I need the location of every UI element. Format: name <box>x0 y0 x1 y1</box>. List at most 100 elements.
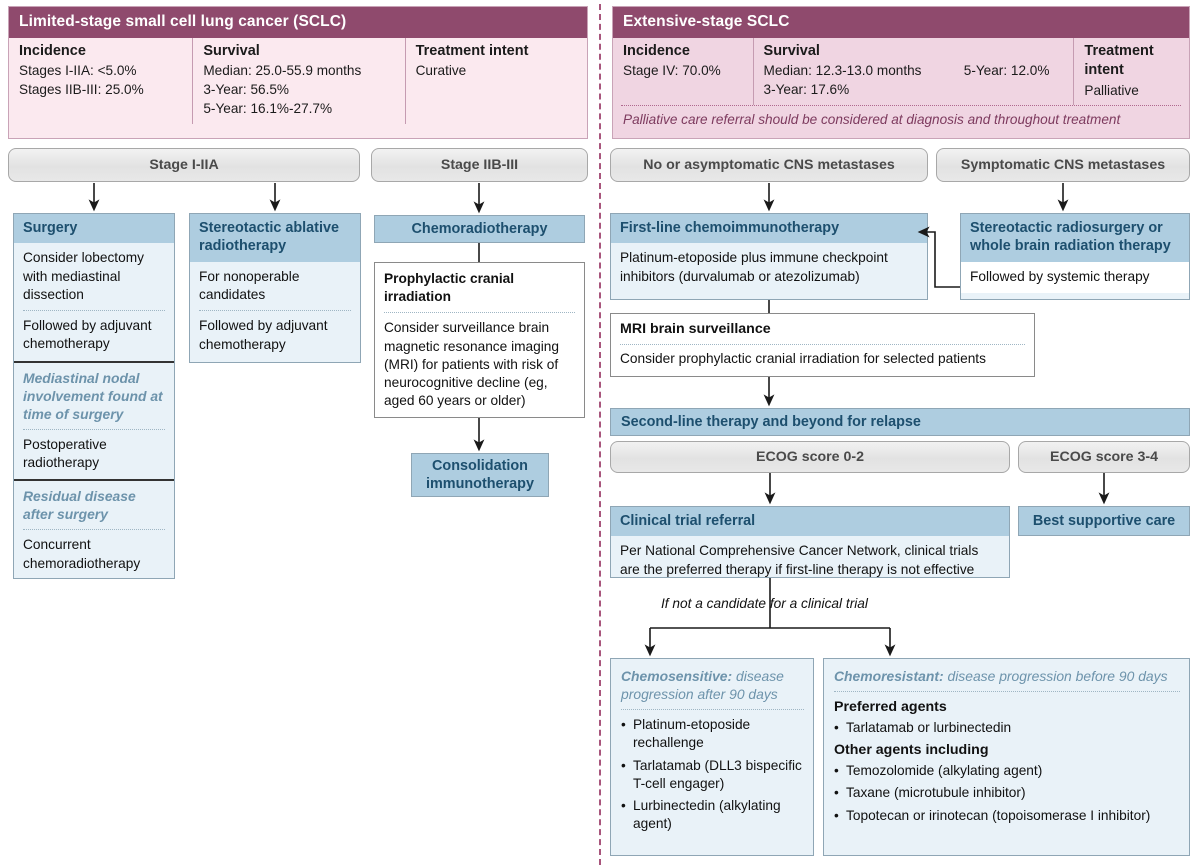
surgery-step-1: Consider lobectomy with mediastinal diss… <box>23 250 144 302</box>
extensive-survival5-column: . 5-Year: 12.0% <box>962 38 1074 105</box>
section-rule <box>14 479 174 482</box>
list-item: Lurbinectedin (alkylating agent) <box>621 797 804 833</box>
box-mri-brain-surveillance[interactable]: MRI brain surveillance Consider prophyla… <box>610 313 1035 377</box>
pill-best-supportive-care[interactable]: Best supportive care <box>1018 506 1190 536</box>
first-line-body: Platinum-etoposide plus immune checkpoin… <box>620 250 888 284</box>
card-clinical-trial-referral[interactable]: Clinical trial referral Per National Com… <box>610 506 1010 578</box>
pill-chemoradiotherapy[interactable]: Chemoradiotherapy <box>374 215 585 243</box>
surgery-nodal-section: Mediastinal nodal involvement found at t… <box>14 363 174 480</box>
surgery-step-2: Followed by adjuvant chemotherapy <box>23 318 152 352</box>
pill-consolidation-immunotherapy[interactable]: Consolidation immunotherapy <box>411 453 549 497</box>
stage-bar-ecog-3-4[interactable]: ECOG score 3-4 <box>1018 441 1190 473</box>
sabr-title: Stereotactic ablative radiotherapy <box>190 214 360 262</box>
survival-heading: Survival <box>763 42 820 59</box>
chemoresistant-desc: disease progression before 90 days <box>943 668 1168 684</box>
treatment-intent-value: Palliative <box>1084 82 1139 98</box>
clinical-trial-title: Clinical trial referral <box>611 507 1009 537</box>
chemoresistant-content: Chemoresistant: disease progression befo… <box>824 659 1189 833</box>
card-stereotactic-radiosurgery[interactable]: Stereotactic radiosurgery or whole brain… <box>960 213 1190 300</box>
other-agents-list: Temozolomide (alkylating agent) Taxane (… <box>834 762 1180 825</box>
survival-line: Median: 12.3-13.0 months <box>763 63 922 79</box>
list-item: Platinum-etoposide rechallenge <box>621 716 804 752</box>
sabr-step-1: For nonoperable candidates <box>199 268 300 303</box>
chemosensitive-content: Chemosensitive: disease progression afte… <box>611 659 813 841</box>
mri-content: MRI brain surveillance Consider prophyla… <box>611 314 1034 375</box>
palliative-care-note: Palliative care referral should be consi… <box>623 111 1121 127</box>
clinical-trial-body: Per National Comprehensive Cancer Networ… <box>620 543 979 577</box>
list-item: Temozolomide (alkylating agent) <box>834 762 1180 780</box>
surgery-step-4: Concurrent chemoradiotherapy <box>23 537 141 571</box>
chemosensitive-label: Chemosensitive: <box>621 668 733 684</box>
surgery-body: Consider lobectomy with mediastinal diss… <box>14 243 174 360</box>
srs-body: Followed by systemic therapy <box>961 261 1189 294</box>
survival-line: 3-Year: 17.6% <box>763 81 850 97</box>
box-prophylactic-cranial-irradiation[interactable]: Prophylactic cranial irradiation Conside… <box>374 262 585 418</box>
dotted-separator <box>384 312 575 314</box>
incidence-line: Stage IV: 70.0% <box>623 63 721 79</box>
chemoresistant-heading: Chemoresistant: disease progression befo… <box>834 667 1180 685</box>
survival-line: 5-Year: 16.1%-27.7% <box>203 100 333 116</box>
surgery-subheading-residual: Residual disease after surgery <box>23 488 136 523</box>
extensive-survival-column: Survival Median: 12.3-13.0 months 3-Year… <box>752 37 962 105</box>
incidence-line: Stages I-IIA: <5.0% <box>19 63 137 79</box>
limited-survival-column: Survival Median: 25.0-55.9 months 3-Year… <box>192 37 404 125</box>
panel-divider <box>599 4 601 865</box>
treatment-intent-heading: Treatment intent <box>1084 42 1154 79</box>
dotted-separator <box>23 529 165 531</box>
surgery-residual-section: Residual disease after surgery Concurren… <box>14 481 174 580</box>
extensive-intent-column: Treatment intent Palliative <box>1073 37 1189 105</box>
stage-bar-symptomatic-cns-metastases[interactable]: Symptomatic CNS metastases <box>936 148 1190 182</box>
list-item: Taxane (microtubule inhibitor) <box>834 784 1180 802</box>
card-chemosensitive[interactable]: Chemosensitive: disease progression afte… <box>610 658 814 856</box>
dotted-separator <box>620 343 1025 345</box>
limited-incidence-column: Incidence Stages I-IIA: <5.0% Stages IIB… <box>9 38 192 125</box>
extensive-incidence-column: Incidence Stage IV: 70.0% <box>613 38 753 105</box>
sabr-body: For nonoperable candidates Followed by a… <box>190 262 360 361</box>
list-item: Topotecan or irinotecan (topoisomerase I… <box>834 807 1180 825</box>
surgery-title: Surgery <box>14 214 174 244</box>
other-agents-heading: Other agents including <box>834 741 989 758</box>
list-item: Tarlatamab (DLL3 bispecific T-cell engag… <box>621 757 804 793</box>
stage-bar-i-iia[interactable]: Stage I-IIA <box>8 148 360 182</box>
pci-body: Consider surveillance brain magnetic res… <box>384 320 559 409</box>
incidence-line: Stages IIB-III: 25.0% <box>19 81 144 97</box>
preferred-agents-list: Tarlatamab or lurbinectedin <box>834 719 1180 737</box>
dotted-separator <box>23 428 165 430</box>
sabr-step-2: Followed by adjuvant chemotherapy <box>199 318 328 352</box>
first-line-title: First-line chemoimmunotherapy <box>611 214 927 244</box>
treatment-intent-heading: Treatment intent <box>415 42 529 59</box>
dotted-separator <box>621 104 1181 106</box>
incidence-heading: Incidence <box>623 42 690 59</box>
stage-bar-no-cns-metastases[interactable]: No or asymptomatic CNS metastases <box>610 148 928 182</box>
card-first-line-chemoimmunotherapy[interactable]: First-line chemoimmunotherapy Platinum-e… <box>610 213 928 300</box>
card-surgery[interactable]: Surgery Consider lobectomy with mediasti… <box>13 213 175 579</box>
dotted-separator <box>621 709 804 711</box>
survival-line: Median: 25.0-55.9 months <box>203 63 362 79</box>
dotted-separator <box>834 691 1180 693</box>
list-item: Tarlatamab or lurbinectedin <box>834 719 1180 737</box>
chemosensitive-desc: disease progression after 90 days <box>621 668 784 703</box>
mri-body: Consider prophylactic cranial irradiatio… <box>620 350 986 366</box>
surgery-step-3: Postoperative radiotherapy <box>23 436 107 470</box>
srs-title: Stereotactic radiosurgery or whole brain… <box>961 214 1189 262</box>
extensive-stage-title: Extensive-stage SCLC <box>613 7 1189 38</box>
surgery-subheading-nodal: Mediastinal nodal involvement found at t… <box>23 369 163 422</box>
stage-bar-iib-iii[interactable]: Stage IIB-III <box>371 148 588 182</box>
card-chemoresistant[interactable]: Chemoresistant: disease progression befo… <box>823 658 1190 856</box>
bar-second-line-therapy[interactable]: Second-line therapy and beyond for relap… <box>610 408 1190 436</box>
card-stereotactic-ablative-radiotherapy[interactable]: Stereotactic ablative radiotherapy For n… <box>189 213 361 363</box>
treatment-intent-value: Curative <box>415 63 467 79</box>
chemosensitive-list: Platinum-etoposide rechallenge Tarlatama… <box>621 716 804 833</box>
mri-heading: MRI brain surveillance <box>620 321 771 337</box>
chemosensitive-heading: Chemosensitive: disease progression afte… <box>621 667 804 703</box>
panel-extensive-stage: Extensive-stage SCLC Incidence Stage IV:… <box>600 0 1200 865</box>
stage-bar-ecog-0-2[interactable]: ECOG score 0-2 <box>610 441 1010 473</box>
survival-line: 3-Year: 56.5% <box>203 81 290 97</box>
pci-heading: Prophylactic cranial irradiation <box>384 271 515 305</box>
dotted-separator <box>199 310 351 312</box>
survival-5year: 5-Year: 12.0% <box>963 63 1050 79</box>
panel-limited-stage: Limited-stage small cell lung cancer (SC… <box>8 6 588 579</box>
pci-content: Prophylactic cranial irradiation Conside… <box>375 263 584 419</box>
section-rule <box>14 360 174 363</box>
limited-intent-column: Treatment intent Curative <box>404 37 587 125</box>
